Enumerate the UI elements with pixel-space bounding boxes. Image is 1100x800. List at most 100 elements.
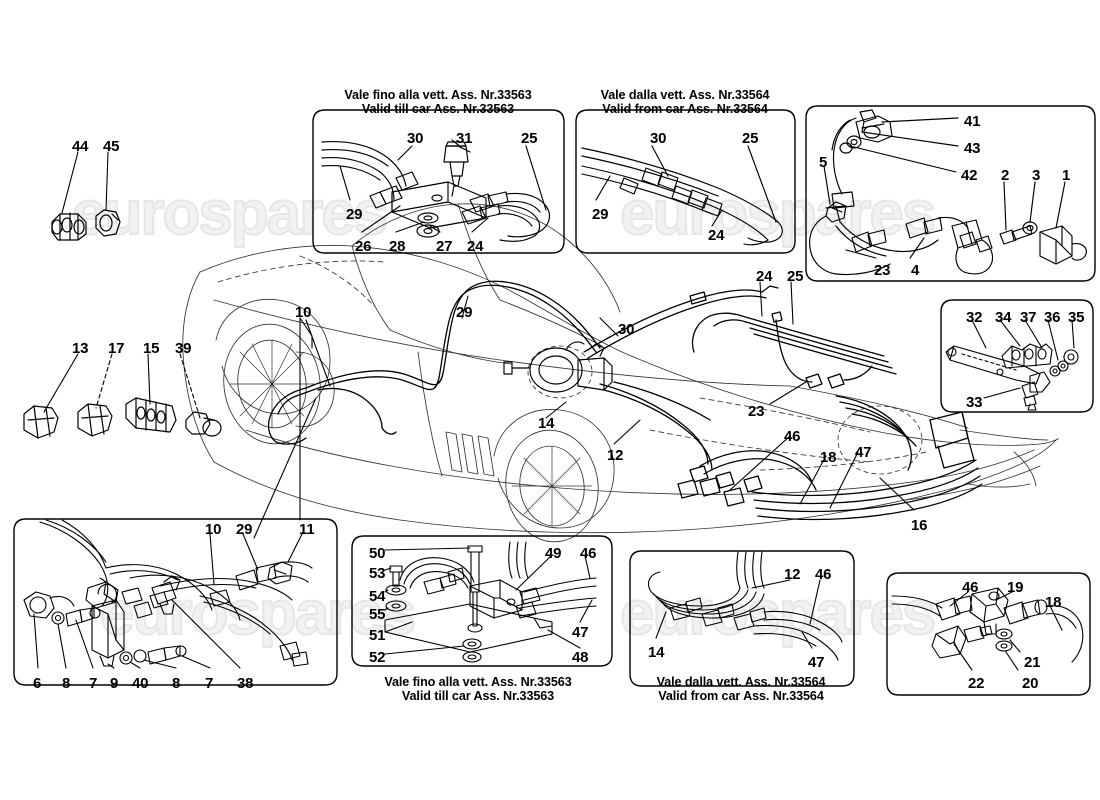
callout-number: 29: [456, 304, 473, 321]
brake-booster-on-car: [503, 341, 613, 393]
callout-number: 40: [132, 675, 149, 692]
callout-number: 22: [968, 675, 985, 692]
callout-number: 47: [572, 624, 589, 641]
callout-number: 29: [346, 206, 363, 223]
callout-number: 46: [962, 579, 979, 596]
callout-number: 30: [618, 321, 635, 338]
panel-valid-from-top-art: [581, 145, 783, 246]
callout-number: 47: [808, 654, 825, 671]
callout-number: 9: [110, 675, 119, 692]
callout-number: 3: [1032, 167, 1041, 184]
car-body-outline: [182, 203, 1059, 543]
callout-number: 46: [815, 566, 832, 583]
panel-tee-union-frame: [886, 572, 1091, 696]
panel-valid-from-top-frame: [575, 109, 796, 254]
callout-number: 10: [205, 521, 222, 538]
callout-number: 23: [748, 403, 765, 420]
callout-number: 26: [355, 238, 372, 255]
caption-line-italian: Vale fino alla vett. Ass. Nr.33563: [384, 675, 572, 689]
panel-tee-union-art: [891, 587, 1084, 671]
caption-line-english: Valid till car Ass. Nr.33563: [401, 688, 555, 703]
panel-abs-pump-art: [23, 519, 313, 669]
callout-number: 25: [742, 130, 759, 147]
callout-number: 31: [456, 130, 473, 147]
callout-number: 45: [103, 138, 120, 155]
callout-number: 29: [592, 206, 609, 223]
callout-number: 25: [521, 130, 538, 147]
panel-master-cylinder-art: [809, 109, 1087, 276]
clip-45: [95, 209, 121, 237]
clip-44: [51, 212, 87, 241]
callout-number: 5: [819, 154, 828, 171]
callout-number: 11: [299, 521, 315, 538]
callout-number: 21: [1024, 654, 1041, 671]
callout-number: 18: [1045, 594, 1062, 611]
panel-valve-plate-art: [384, 541, 597, 663]
callout-number: 24: [708, 227, 725, 244]
callout-number: 37: [1020, 309, 1037, 326]
callout-number: 17: [108, 340, 125, 357]
callout-number: 23: [874, 262, 891, 279]
clip-15: [125, 397, 177, 433]
panel-abs-pump-frame: [13, 518, 338, 686]
callout-number: 19: [1007, 579, 1024, 596]
callout-number: 55: [369, 606, 386, 623]
callout-number: 15: [143, 340, 160, 357]
clip-13: [23, 405, 59, 439]
callout-number: 4: [911, 262, 920, 279]
callout-number: 38: [237, 675, 254, 692]
callout-number: 8: [62, 675, 71, 692]
callout-number: 12: [607, 447, 624, 464]
callout-number: 36: [1044, 309, 1061, 326]
callout-number: 10: [295, 304, 312, 321]
caption-line-english: Valid from car Ass. Nr.33564: [602, 101, 768, 116]
callout-number: 47: [855, 444, 872, 461]
callout-number: 7: [89, 675, 98, 692]
callout-number: 33: [966, 394, 983, 411]
callout-number: 52: [369, 649, 386, 666]
caption-line-english: Valid from car Ass. Nr.33564: [658, 688, 824, 703]
callout-number: 16: [911, 517, 928, 534]
callout-number: 50: [369, 545, 386, 562]
clip-39: [185, 411, 222, 437]
callout-number: 42: [961, 167, 978, 184]
clip-leaders-44-45: [61, 151, 109, 214]
callout-number: 13: [72, 340, 89, 357]
callout-number: 24: [756, 268, 773, 285]
callout-number: 51: [369, 627, 386, 644]
callout-number: 29: [236, 521, 253, 538]
callout-number: 35: [1068, 309, 1085, 326]
callout-number: 34: [995, 309, 1012, 326]
callout-number: 48: [572, 649, 589, 666]
callout-number: 43: [964, 140, 981, 157]
callout-number: 44: [72, 138, 89, 155]
caption-line-italian: Vale dalla vett. Ass. Nr.33564: [656, 675, 826, 689]
callout-number: 30: [650, 130, 667, 147]
callout-number: 12: [784, 566, 801, 583]
callout-number: 25: [787, 268, 804, 285]
callout-number: 46: [784, 428, 801, 445]
callout-number: 18: [820, 449, 837, 466]
panel-bracket-detail-art: [945, 319, 1079, 411]
callout-number: 46: [580, 545, 597, 562]
clip-leaders-13-39: [43, 353, 201, 419]
panel-master-cylinder-frame: [805, 105, 1096, 282]
callout-number: 49: [545, 545, 562, 562]
panel-lines-valid-from-frame: [629, 550, 855, 687]
callout-number: 14: [648, 644, 665, 661]
callout-number: 32: [966, 309, 983, 326]
panel-valve-plate-frame: [351, 535, 613, 667]
callout-number: 41: [964, 113, 981, 130]
car-leader-lines: [253, 281, 915, 539]
callout-number: 7: [205, 675, 214, 692]
panel-bracket-detail-frame: [940, 299, 1094, 413]
caption-line-italian: Vale dalla vett. Ass. Nr.33564: [600, 88, 770, 102]
caption-line-english: Valid till car Ass. Nr.33563: [361, 101, 515, 116]
panel-lines-valid-from-art: [647, 551, 843, 661]
